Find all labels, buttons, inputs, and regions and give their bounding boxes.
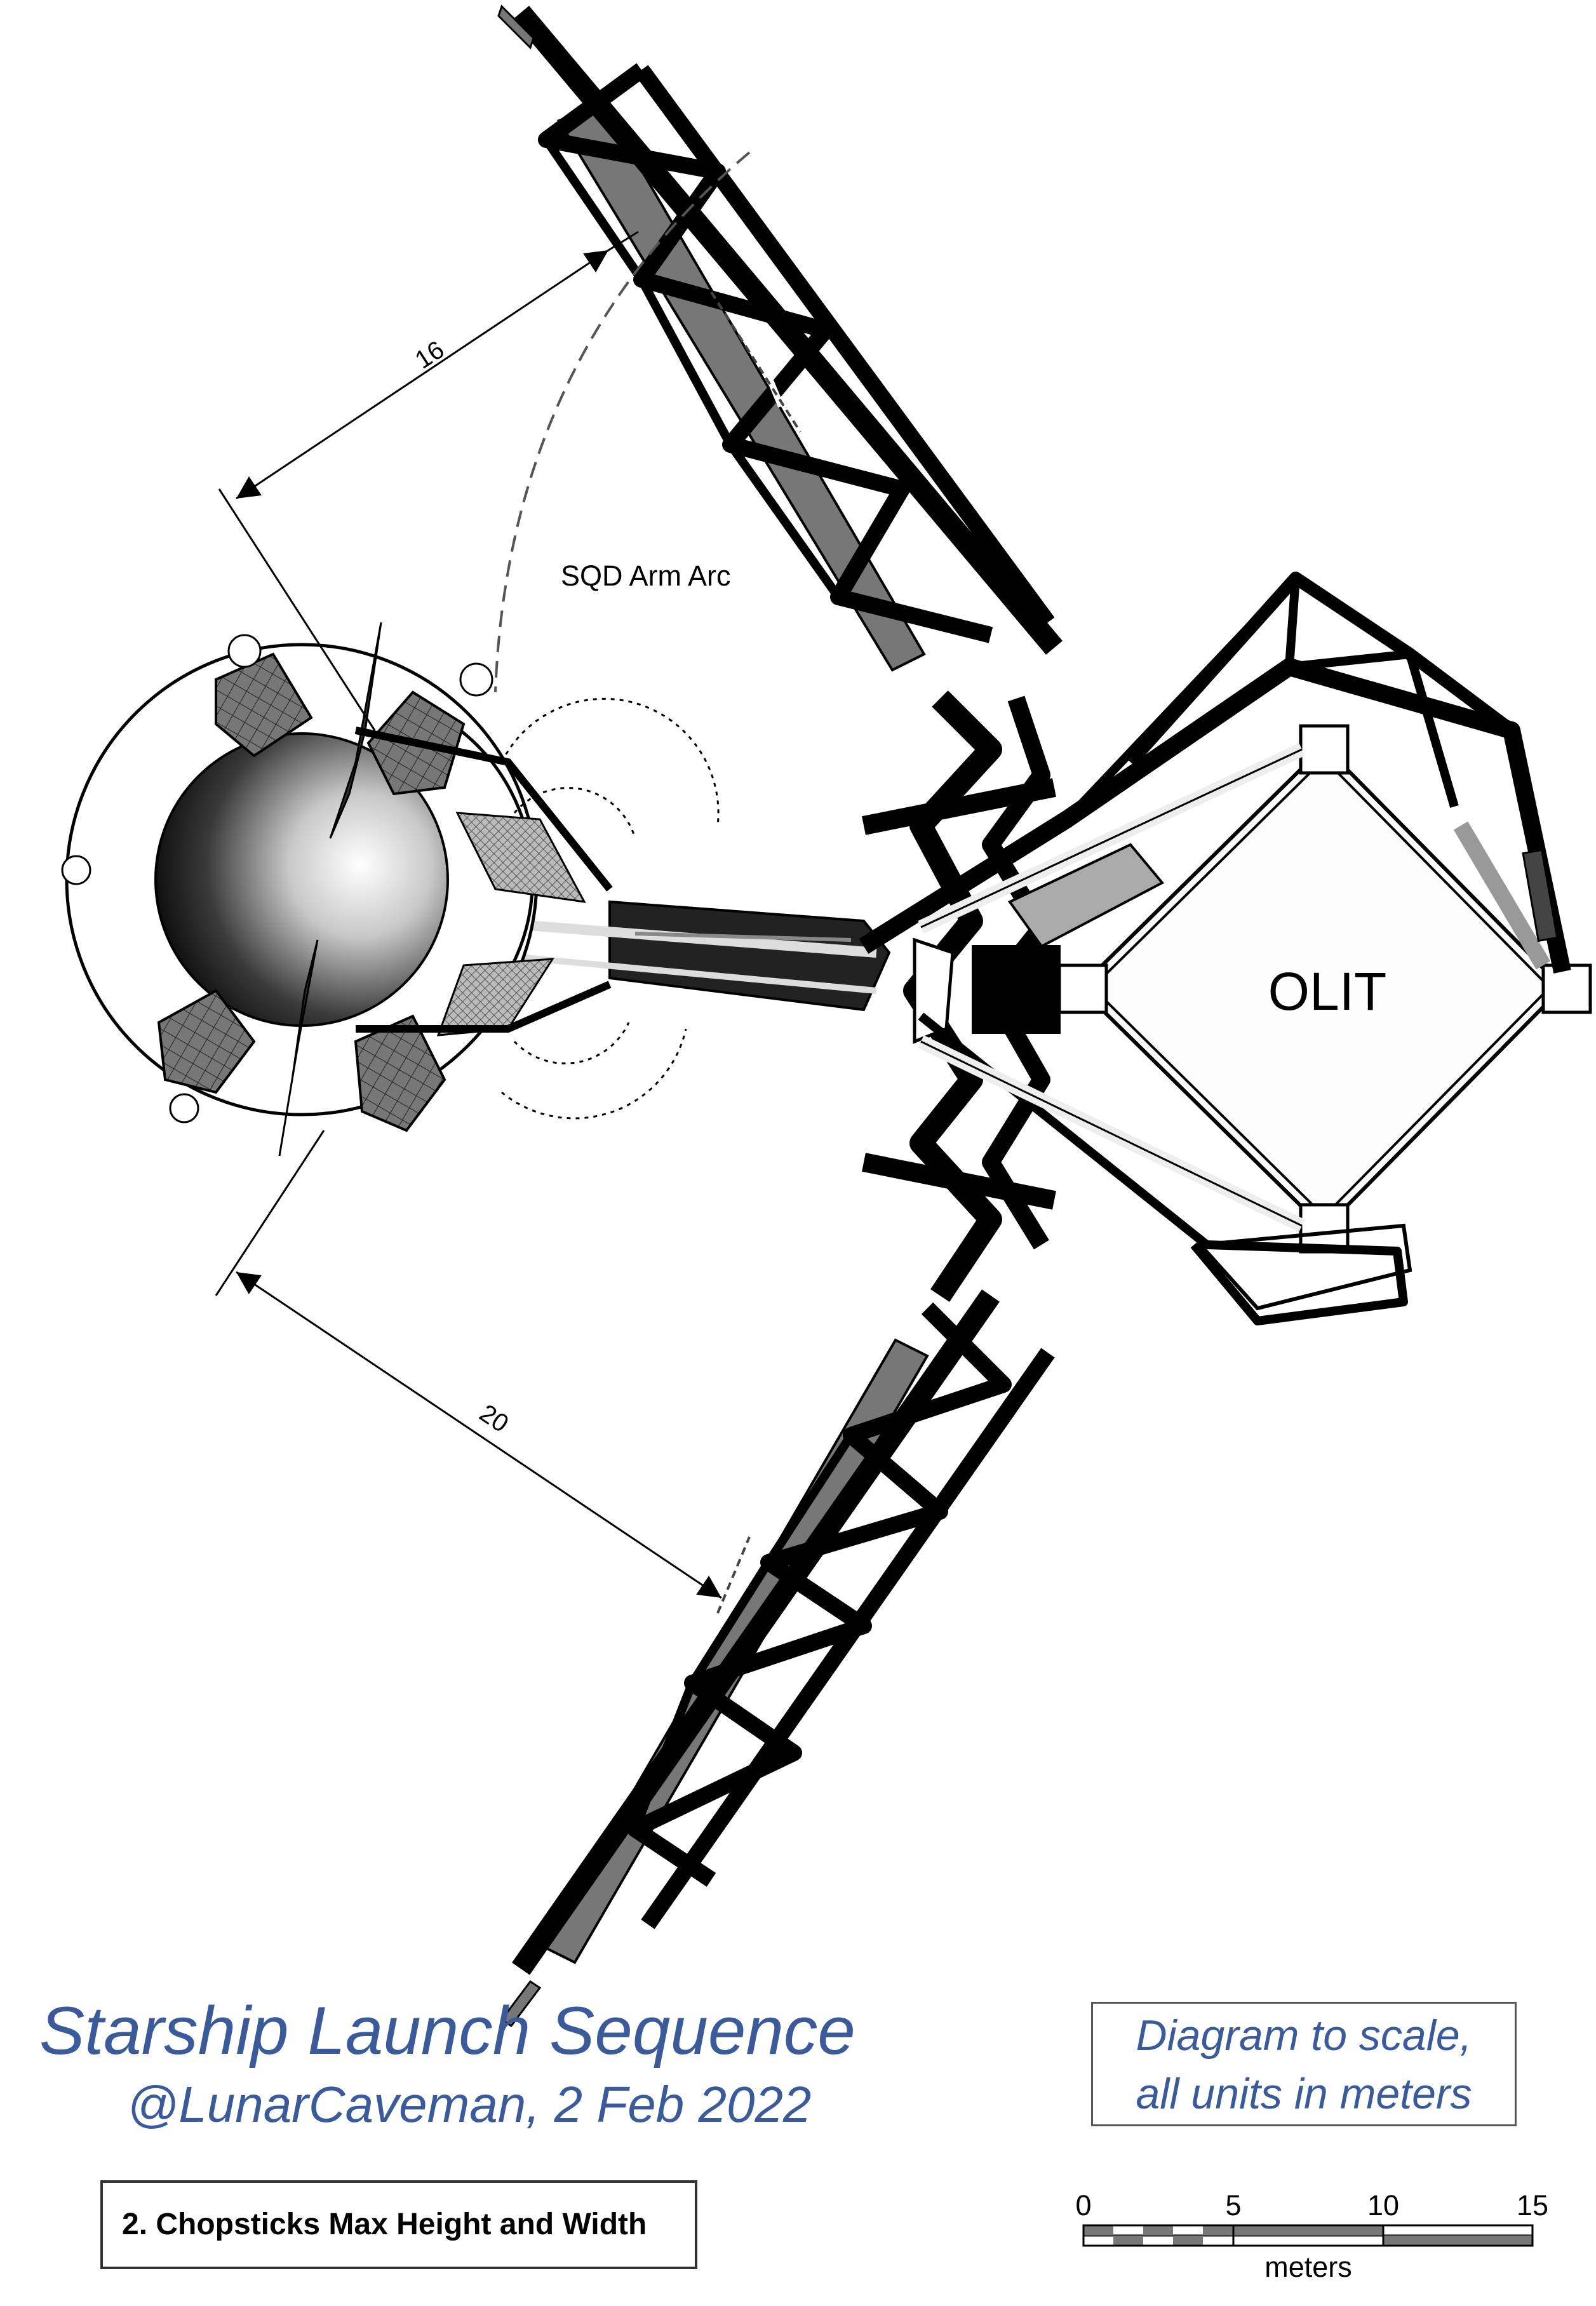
olit-structure xyxy=(859,572,1592,1325)
swing-arcs xyxy=(500,697,720,1120)
lower-chopstick-arm xyxy=(500,1289,1055,2028)
scale-tick-15: 15 xyxy=(1517,2189,1548,2222)
dim-lower-label: 20 xyxy=(474,1399,513,1438)
scale-note-line1: Diagram to scale, xyxy=(1136,2011,1472,2060)
scale-tick-5: 5 xyxy=(1225,2189,1241,2222)
olit-label: OLIT xyxy=(1268,962,1387,1021)
tower-structure xyxy=(862,690,1061,1302)
dimension-upper xyxy=(218,231,639,731)
scale-unit-label: meters xyxy=(1264,2251,1352,2283)
main-title: Starship Launch Sequence xyxy=(39,1992,855,2068)
step-caption: 2. Chopsticks Max Height and Width xyxy=(100,2180,697,2269)
qd-arm xyxy=(469,900,891,1012)
booster-top-view xyxy=(61,622,613,1156)
sqd-arm-arc xyxy=(494,151,751,693)
scale-note-line2: all units in meters xyxy=(1136,2070,1472,2118)
upper-chopstick-arm xyxy=(497,4,1063,672)
scale-tick-0: 0 xyxy=(1075,2189,1091,2222)
scale-tick-10: 10 xyxy=(1367,2189,1399,2222)
scale-note-box: Diagram to scale, all units in meters xyxy=(1091,2002,1517,2126)
sqd-arc-label: SQD Arm Arc xyxy=(561,560,731,592)
upper-arm-tip xyxy=(497,4,535,50)
sub-title: @LunarCaveman, 2 Feb 2022 xyxy=(127,2076,812,2133)
scale-bar xyxy=(1082,2224,1534,2247)
dimension-lower xyxy=(215,1130,722,1599)
lower-arm-tip xyxy=(500,1980,542,2028)
dim-upper-label: 16 xyxy=(410,335,449,374)
